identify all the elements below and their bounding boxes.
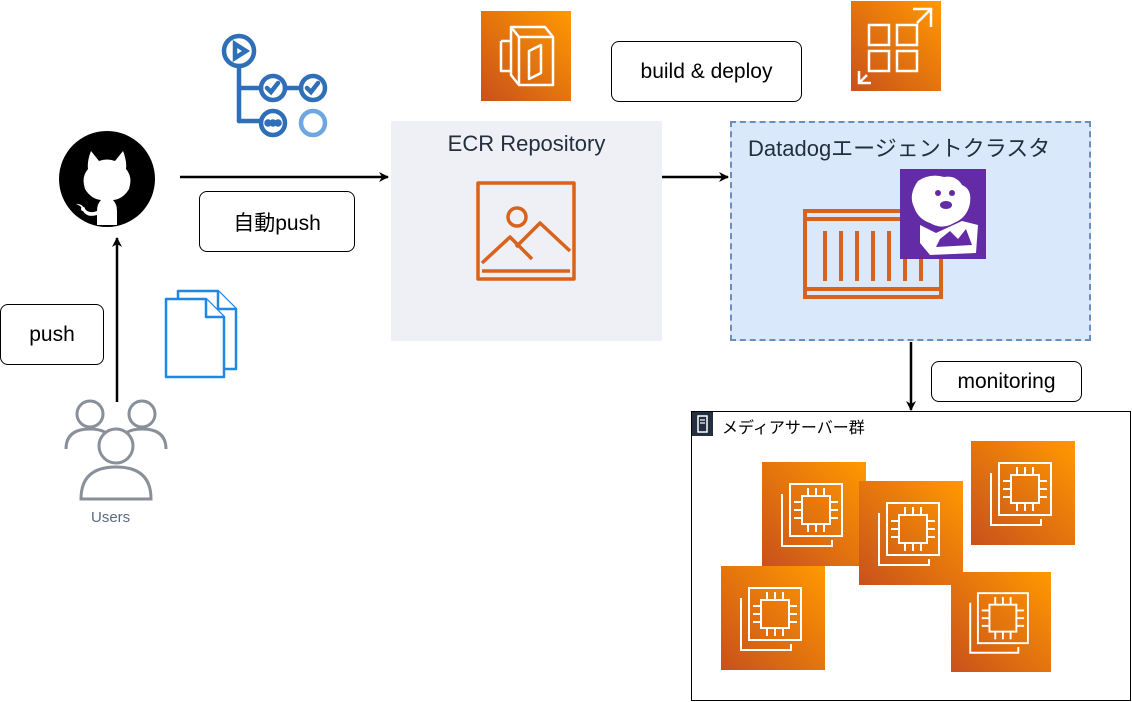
media-server-title: メディアサーバー群 (722, 420, 865, 437)
users-caption: Users (91, 509, 131, 526)
ec2-instance-icon (721, 566, 825, 670)
push-label: push (0, 304, 104, 365)
github-actions-icon (221, 33, 328, 138)
monitoring-text: monitoring (957, 369, 1056, 393)
ec2-instance-icon (762, 462, 866, 566)
documents-icon (164, 289, 238, 379)
ec2-instance-icon (951, 572, 1051, 672)
github-icon (59, 131, 155, 227)
datadog-logo (900, 169, 986, 259)
ec2-instance-icon (971, 441, 1075, 545)
push-text: push (29, 322, 75, 346)
ecr-repository-title: ECR Repository (447, 131, 606, 156)
datadog-cluster-title: Datadogエージェントクラスタ (748, 136, 1051, 161)
users-icon (64, 399, 168, 501)
ecr-icon (481, 11, 571, 101)
ecs-icon (851, 1, 941, 91)
auto-push-text: 自動push (233, 211, 321, 235)
ecr-repository-group: ECR Repository (391, 121, 662, 341)
server-icon (692, 412, 713, 436)
monitoring-label: monitoring (931, 361, 1082, 402)
ec2-instance-icon (859, 481, 963, 585)
build-deploy-label: build & deploy (611, 41, 802, 102)
container-image-icon (476, 181, 576, 281)
build-deploy-text: build & deploy (640, 59, 773, 83)
auto-push-label: 自動push (199, 191, 355, 252)
